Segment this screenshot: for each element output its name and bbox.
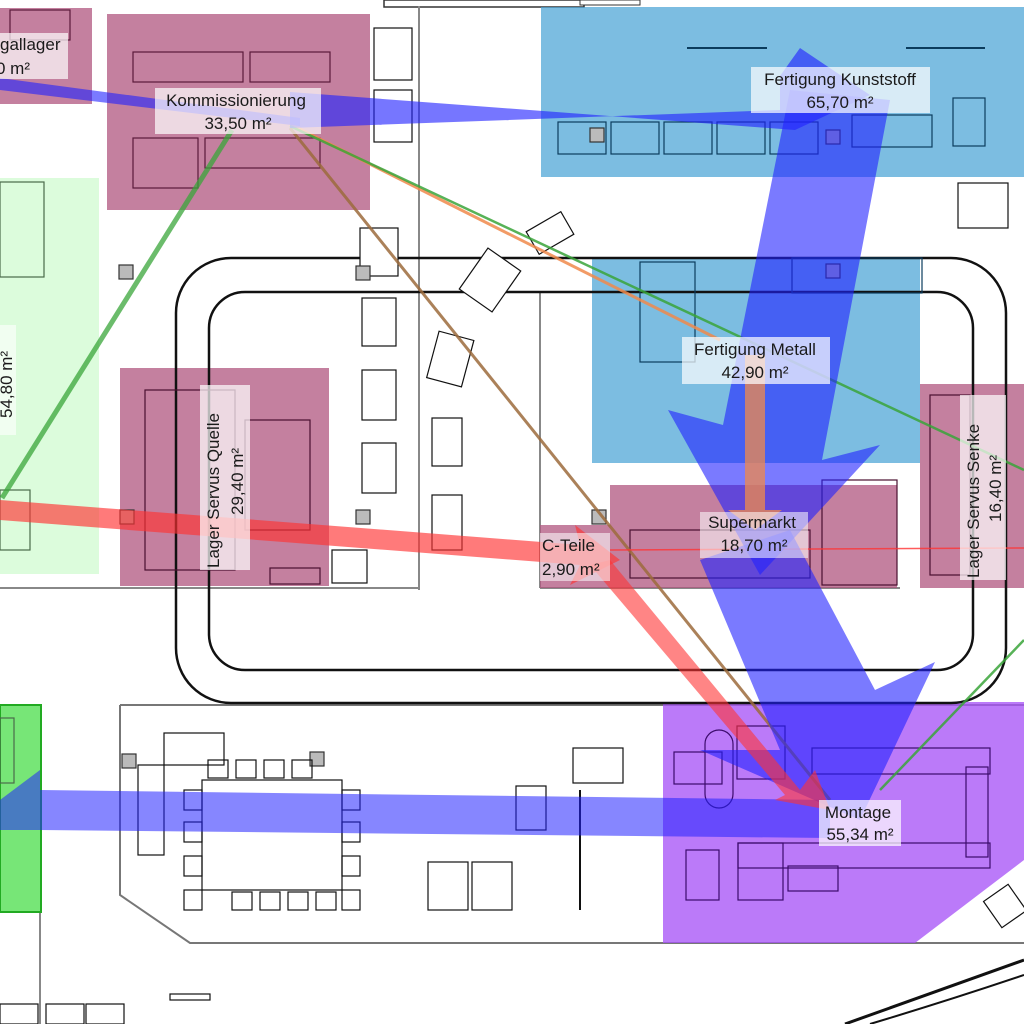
zone-label-quelle-area: 29,40 m² — [228, 448, 247, 515]
flow-quelle-to-c-teile — [0, 500, 620, 585]
zone-label-montage-area: 55,34 m² — [826, 825, 893, 844]
zone-label-green-area: 54,80 m² — [0, 351, 16, 418]
flow-kunststoff-to-supermarkt — [668, 90, 890, 575]
material-flows — [0, 48, 1024, 838]
flow-red-thin — [609, 547, 1024, 551]
flow-green-to-kommissionierung — [0, 128, 235, 500]
flow-supermarkt-to-montage — [700, 530, 935, 820]
rotated-machines — [425, 210, 575, 388]
flow-kommissionierung-to-montage — [288, 127, 832, 801]
zone-label-kunststoff-name: Fertigung Kunststoff — [764, 70, 916, 89]
zone-label-regallager-name: gallager — [0, 35, 61, 54]
flow-montage-to-left — [0, 770, 830, 838]
zone-label-senke-area: 16,40 m² — [986, 455, 1005, 522]
shelf-rack-top — [132, 51, 331, 189]
conveyor-curve — [844, 883, 1024, 1024]
zone-label-quelle-name: Lager Servus Quelle — [204, 413, 223, 568]
zone-label-supermarkt-name: Supermarkt — [708, 513, 796, 532]
zone-label-metall-area: 42,90 m² — [721, 363, 788, 382]
bottom-left-boxes — [0, 993, 211, 1024]
flow-kommissionierung-to-senke — [289, 124, 1024, 472]
zone-label-metall-name: Fertigung Metall — [694, 340, 816, 359]
zone-label-kommissionierung-area: 33,50 m² — [204, 114, 271, 133]
zone-label-supermarkt-area: 18,70 m² — [720, 536, 787, 555]
zone-label-c-teile-name: C-Teile — [542, 536, 595, 555]
flow-kommissionierung-to-kunststoff — [290, 48, 870, 130]
trolley-row — [557, 47, 986, 155]
flow-metall-to-supermarkt — [728, 355, 782, 530]
zone-label-kommissionierung-name: Kommissionierung — [166, 91, 306, 110]
zone-labels: gallager 0 m² Kommissionierung 33,50 m² … — [0, 33, 1006, 846]
chairs — [183, 759, 361, 911]
flow-montage-green — [879, 639, 1024, 791]
zone-label-regallager-area: 0 m² — [0, 59, 30, 78]
flow-c-teile-to-montage — [590, 560, 830, 810]
zone-label-c-teile-area: 2,90 m² — [542, 560, 600, 579]
zone-label-kunststoff-area: 65,70 m² — [806, 93, 873, 112]
zone-label-senke-name: Lager Servus Senke — [964, 424, 983, 578]
zone-label-montage-name: Montage — [825, 803, 891, 822]
